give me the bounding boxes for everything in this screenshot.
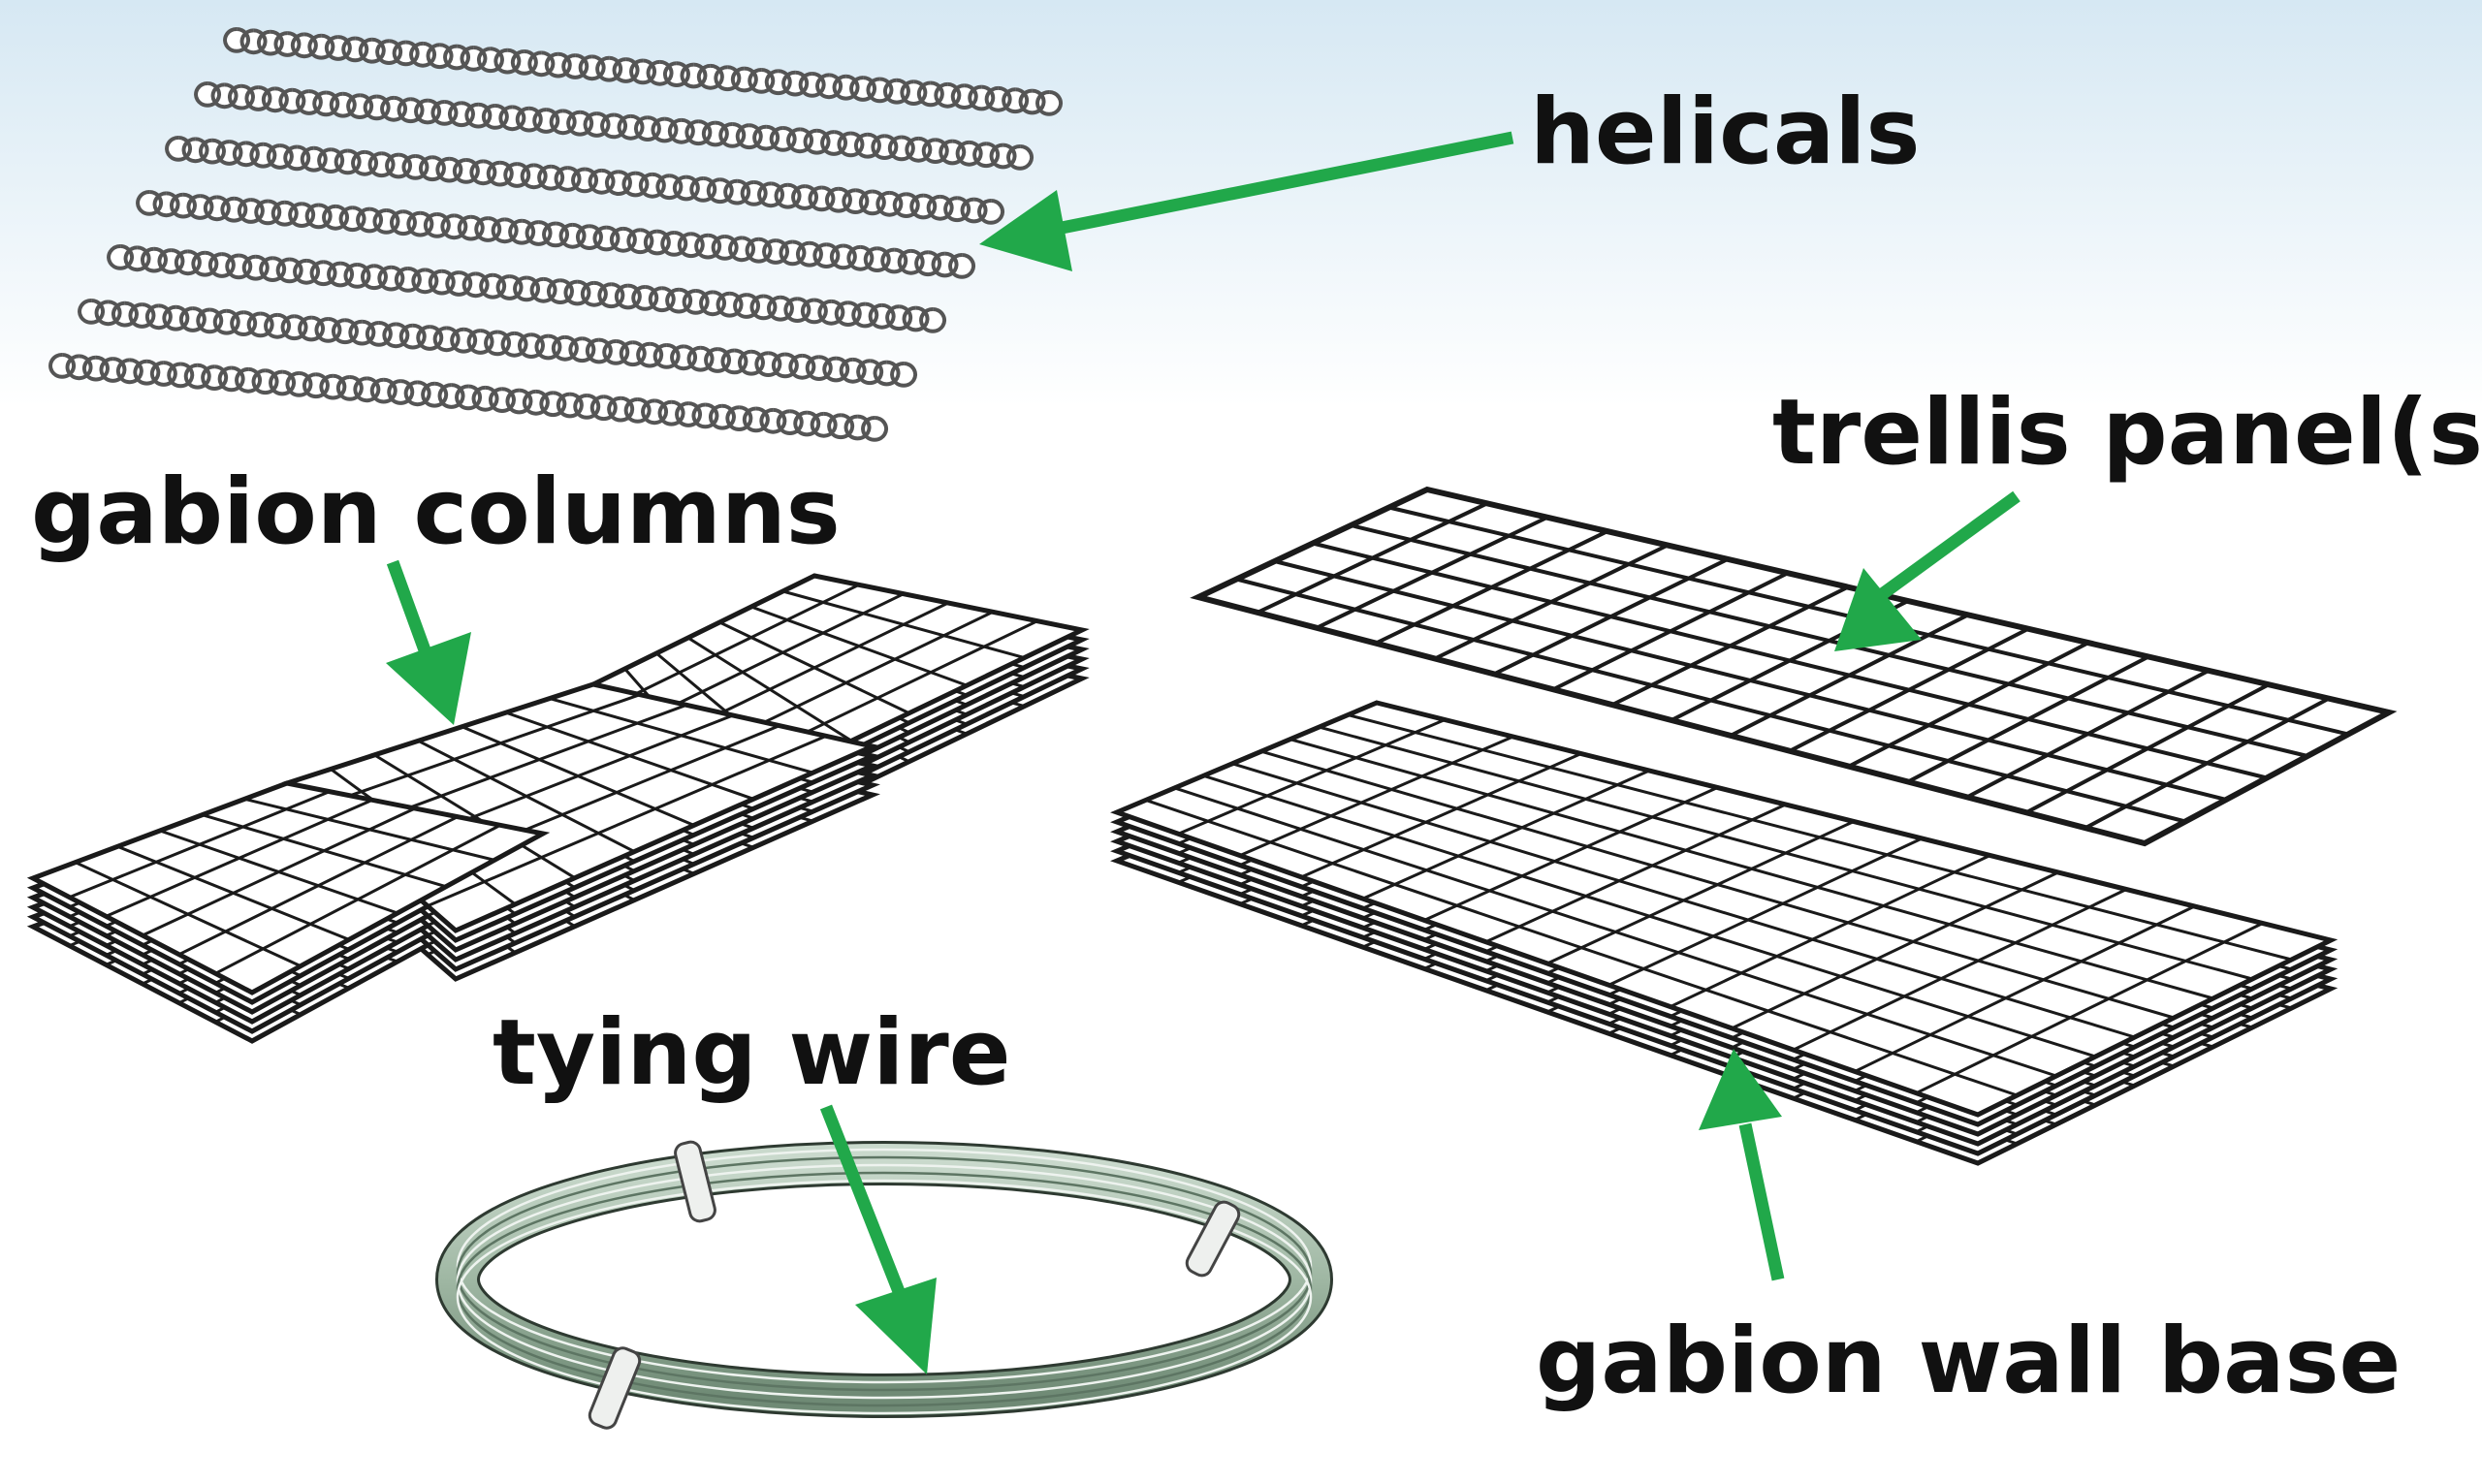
helical-coil xyxy=(223,27,1064,116)
label-trellis-panels: trellis panel(s) xyxy=(1772,380,2482,486)
arrow-trellis-panels xyxy=(1834,490,2021,651)
helical-coil xyxy=(194,81,1034,171)
helical-coil xyxy=(136,190,976,279)
label-helicals: helicals xyxy=(1530,79,1920,185)
tying-wire-coil-illustration xyxy=(435,1140,1333,1430)
gabion-columns-illustration xyxy=(26,573,1090,1044)
helicals-illustration xyxy=(48,27,1064,442)
coil-tie xyxy=(674,1140,716,1223)
coil-tie xyxy=(1185,1200,1241,1278)
arrow-gabion-wall-base xyxy=(1699,1049,1785,1281)
helical-coil xyxy=(78,299,918,388)
coil-tie xyxy=(588,1346,642,1430)
helical-coil xyxy=(165,136,1005,225)
gabion-wall-base-illustration xyxy=(1110,700,2339,1166)
label-gabion-wall-base: gabion wall base xyxy=(1536,1309,2401,1414)
arrow-gabion-columns xyxy=(386,559,471,725)
trellis-panel-illustration xyxy=(1190,486,2398,847)
arrow-helicals xyxy=(979,131,1514,271)
label-gabion-columns: gabion columns xyxy=(31,459,841,565)
helical-coil xyxy=(48,353,889,442)
helical-coil xyxy=(107,244,947,333)
label-tying-wire: tying wire xyxy=(493,1000,1011,1106)
arrow-tying-wire xyxy=(819,1104,937,1374)
